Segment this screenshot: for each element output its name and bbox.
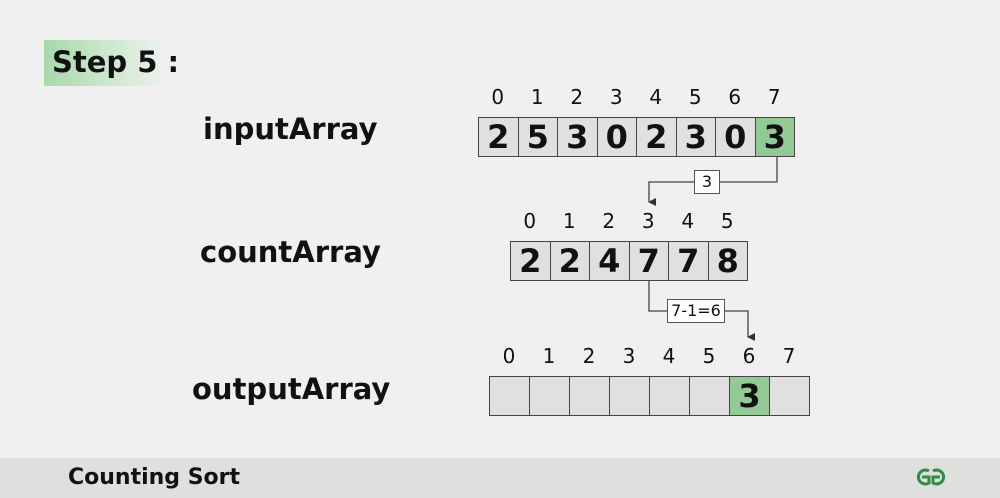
output-index-6: 6 <box>742 344 756 368</box>
output-array-label: outputArray <box>192 372 391 406</box>
input-array-label: inputArray <box>203 112 378 146</box>
output-index-1: 1 <box>542 344 556 368</box>
input-cell-5: 3 <box>675 117 716 157</box>
decrement-tag: 7-1=6 <box>667 299 725 323</box>
input-cell-6: 0 <box>715 117 756 157</box>
count-index-1: 1 <box>562 209 576 233</box>
footer-bar: Counting Sort <box>0 458 1000 498</box>
lookup-value-tag: 3 <box>694 170 720 194</box>
connector-arrows <box>648 157 778 341</box>
output-index-2: 2 <box>582 344 596 368</box>
input-index-1: 1 <box>530 85 544 109</box>
step-badge-background <box>44 40 168 86</box>
output-cell-6: 3 <box>729 376 770 416</box>
input-index-2: 2 <box>570 85 584 109</box>
input-cell-1: 5 <box>517 117 558 157</box>
input-index-4: 4 <box>649 85 663 109</box>
output-index-5: 5 <box>702 344 716 368</box>
count-cell-2: 4 <box>589 241 630 281</box>
output-index-3: 3 <box>622 344 636 368</box>
gfg-logo-icon <box>916 468 946 486</box>
count-cell-3: 7 <box>628 241 669 281</box>
input-index-7: 7 <box>767 85 781 109</box>
output-index-0: 0 <box>502 344 516 368</box>
input-cell-7: 3 <box>754 117 795 157</box>
count-index-3: 3 <box>641 209 655 233</box>
output-cell-7 <box>769 376 810 416</box>
count-index-2: 2 <box>602 209 616 233</box>
input-cell-4: 2 <box>636 117 677 157</box>
input-index-6: 6 <box>728 85 742 109</box>
output-cell-3 <box>609 376 650 416</box>
input-index-5: 5 <box>688 85 702 109</box>
count-cell-0: 2 <box>510 241 551 281</box>
count-index-4: 4 <box>681 209 695 233</box>
count-cell-1: 2 <box>549 241 590 281</box>
output-index-7: 7 <box>782 344 796 368</box>
input-index-0: 0 <box>491 85 505 109</box>
count-cell-5: 8 <box>707 241 748 281</box>
count-index-5: 5 <box>720 209 734 233</box>
output-index-4: 4 <box>662 344 676 368</box>
input-index-3: 3 <box>609 85 623 109</box>
count-cell-4: 7 <box>668 241 709 281</box>
input-cell-0: 2 <box>478 117 519 157</box>
count-index-0: 0 <box>523 209 537 233</box>
input-cell-3: 0 <box>596 117 637 157</box>
footer-title: Counting Sort <box>68 465 241 490</box>
step-title: Step 5 : <box>52 45 180 79</box>
count-array-label: countArray <box>200 235 381 269</box>
